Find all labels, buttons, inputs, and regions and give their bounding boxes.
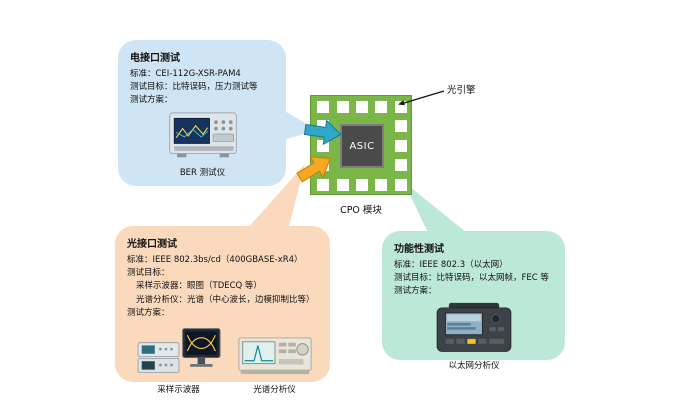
electrical-target-line: 测试目标：比特误码，压力测试等 bbox=[130, 82, 258, 93]
spectrum-analyzer-figure: 光谱分析仪 bbox=[237, 334, 313, 395]
optical-standard-line: 标准：IEEE 802.3bs/cd（400GBASE-xR4） bbox=[127, 255, 303, 265]
optical-target-line: 测试目标： bbox=[127, 268, 170, 279]
optical-test-bubble: 光接口测试 标准：IEEE 802.3bs/cd（400GBASE-xR4） 测… bbox=[115, 226, 330, 395]
ber-tester-icon bbox=[168, 111, 237, 157]
functional-plan-line: 测试方案： bbox=[394, 286, 437, 297]
optical-engine-chiplet bbox=[395, 120, 407, 132]
electrical-test-bubble: 电接口测试 标准：CEI-112G-XSR-PAM4 测试目标：比特误码，压力测… bbox=[118, 40, 286, 186]
functional-standard-line: 标准：IEEE 802.3（以太网） bbox=[394, 260, 508, 270]
ethernet-analyzer-illustration bbox=[394, 302, 554, 358]
cpo-module-label: CPO 模块 bbox=[340, 205, 382, 216]
optical-engine-chiplet bbox=[317, 101, 329, 113]
sampling-scope-figure: 采样示波器 bbox=[134, 324, 224, 395]
electrical-test-title: 电接口测试 bbox=[130, 53, 180, 64]
optical-engine-label: 光引擎 bbox=[447, 85, 476, 96]
functional-test-title: 功能性测试 bbox=[394, 244, 444, 255]
ethernet-analyzer-icon bbox=[436, 302, 512, 352]
functional-target-line: 测试目标：比特误码，以太网帧，FEC 等 bbox=[394, 273, 549, 284]
optical-engine-chiplet bbox=[337, 101, 349, 113]
optical-engine-chiplet bbox=[337, 179, 349, 191]
optical-engine-chiplet bbox=[356, 179, 368, 191]
electrical-plan-line: 测试方案： bbox=[130, 95, 173, 106]
optical-engine-chiplet bbox=[375, 179, 387, 191]
functional-test-bubble: 功能性测试 标准：IEEE 802.3（以太网） 测试目标：比特误码，以太网帧，… bbox=[382, 231, 565, 371]
optical-engine-chiplet bbox=[317, 120, 329, 132]
ethernet-analyzer-label: 以太网分析仪 bbox=[448, 360, 500, 371]
optical-engine-chiplet bbox=[395, 179, 407, 191]
optical-engine-chiplet bbox=[317, 140, 329, 152]
asic-chip: ASIC bbox=[340, 124, 384, 168]
spectrum-analyzer-label: 光谱分析仪 bbox=[253, 384, 296, 395]
optical-engine-chiplet bbox=[356, 101, 368, 113]
optical-scope-detail-line: 采样示波器：眼图（TDECQ 等） bbox=[136, 281, 262, 292]
optical-engine-chiplet bbox=[395, 140, 407, 152]
optical-engine-chiplet bbox=[375, 101, 387, 113]
sampling-scope-icon bbox=[137, 328, 220, 373]
cpo-module: ASIC bbox=[310, 95, 412, 195]
optical-engine-chiplet bbox=[395, 159, 407, 171]
optical-engine-chiplet bbox=[395, 101, 407, 113]
spectrum-analyzer-icon bbox=[237, 337, 312, 374]
ber-tester-illustration bbox=[130, 111, 275, 165]
optical-test-title: 光接口测试 bbox=[127, 239, 177, 250]
optical-engine-chiplet bbox=[317, 179, 329, 191]
optical-plan-line: 测试方案： bbox=[127, 307, 170, 318]
optical-engine-chiplet bbox=[317, 159, 329, 171]
electrical-standard-line: 标准：CEI-112G-XSR-PAM4 bbox=[130, 69, 241, 79]
optical-osa-detail-line: 光谱分析仪：光谱（中心波长，边模抑制比等） bbox=[136, 294, 315, 305]
functional-bubble-tail bbox=[404, 182, 472, 237]
sampling-scope-label: 采样示波器 bbox=[157, 384, 200, 395]
ber-tester-label: BER 测试仪 bbox=[179, 167, 226, 178]
